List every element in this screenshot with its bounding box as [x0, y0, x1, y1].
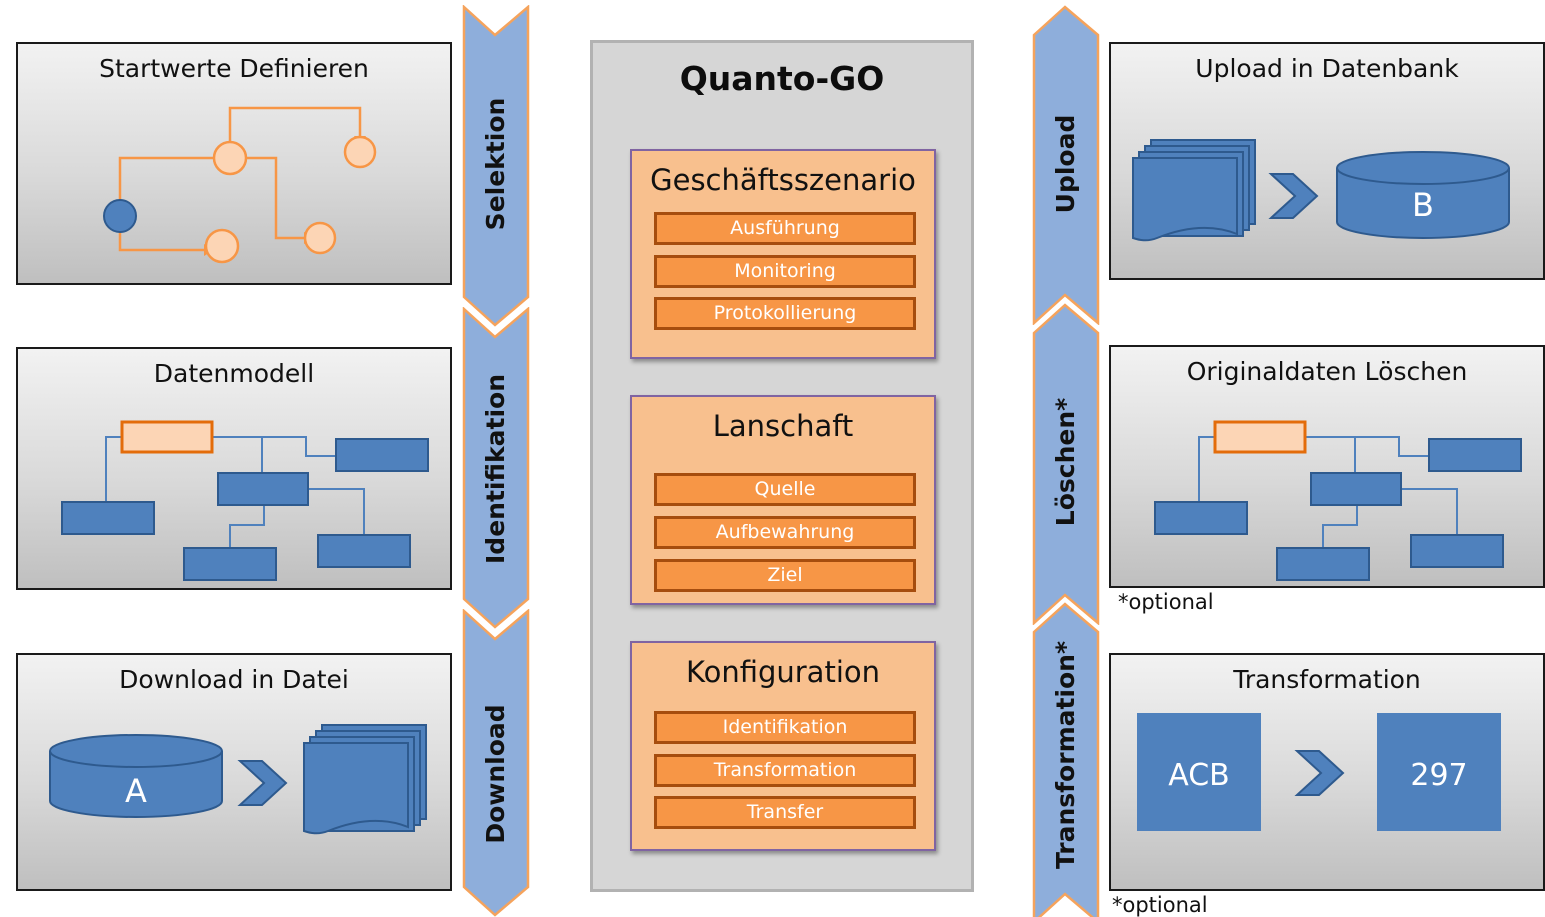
- chevron-right-icon: [237, 760, 288, 806]
- datenmodell-panel: Datenmodell: [16, 347, 452, 590]
- upload-arrow: [1032, 5, 1100, 325]
- documents-icon: [1132, 139, 1256, 242]
- loeschen-title: Originaldaten Löschen: [1186, 357, 1468, 386]
- datenmodell-title: Datenmodell: [153, 359, 315, 388]
- loeschen-panel: Originaldaten Löschen: [1109, 345, 1545, 588]
- item-transformation: Transformation: [654, 754, 916, 787]
- group-geschaeftsszenario: Geschäftsszenario Ausführung Monitoring …: [630, 149, 936, 359]
- entity: [1410, 534, 1504, 568]
- entity: [1310, 472, 1402, 506]
- entity-highlighted: [1213, 420, 1307, 454]
- startwerte-panel: Startwerte Definieren: [16, 42, 452, 285]
- flow-node: [212, 140, 248, 176]
- group-title: Konfiguration: [686, 655, 880, 689]
- start-node: [103, 199, 137, 233]
- flow-node: [204, 228, 240, 264]
- download-panel: Download in Datei A: [16, 653, 452, 891]
- selektion-label: Selektion: [481, 97, 510, 231]
- flow-node: [343, 135, 377, 169]
- upload-label: Upload: [1051, 114, 1080, 214]
- loeschen-optional-note: *optional: [1118, 590, 1214, 614]
- loeschen-arrow: [1032, 303, 1100, 625]
- source-box: [1137, 713, 1261, 831]
- item-ausfuehrung: Ausführung: [654, 212, 916, 245]
- database-icon: [49, 734, 223, 818]
- entity: [317, 534, 411, 568]
- identifikation-label: Identifikation: [481, 374, 510, 564]
- entity: [1428, 438, 1522, 472]
- transformation-label: Transformation*: [1051, 640, 1080, 869]
- item-protokollierung: Protokollierung: [654, 297, 916, 330]
- database-label: B: [1412, 186, 1434, 224]
- upload-diagram: B: [1132, 139, 1510, 242]
- transformation-diagram: ACB 297: [1137, 713, 1501, 831]
- data-model-icon: [61, 420, 429, 581]
- entity-highlighted: [120, 420, 214, 454]
- database-label: A: [125, 772, 147, 810]
- upload-title: Upload in Datenbank: [1195, 54, 1459, 83]
- upload-panel: Upload in Datenbank B: [1109, 42, 1545, 280]
- entity: [217, 472, 309, 506]
- download-label: Download: [481, 704, 510, 844]
- transformation-title: Transformation: [1233, 665, 1421, 694]
- entity: [61, 501, 155, 535]
- group-lanschaft: Lanschaft Quelle Aufbewahrung Ziel: [630, 395, 936, 605]
- flow-diagram-icon: [103, 106, 377, 264]
- download-arrow: [462, 609, 530, 917]
- item-transfer: Transfer: [654, 796, 916, 829]
- loeschen-label: Löschen*: [1051, 397, 1080, 527]
- download-diagram: A: [49, 724, 427, 835]
- group-title: Geschäftsszenario: [650, 163, 916, 197]
- transformation-arrow: [1032, 602, 1100, 917]
- target-label: 297: [1410, 758, 1467, 793]
- flow-node: [303, 221, 337, 255]
- item-identifikation: Identifikation: [654, 711, 916, 744]
- quanto-go-container: Quanto-GO Geschäftsszenario Ausführung M…: [590, 40, 974, 892]
- data-model-icon: [1154, 420, 1522, 581]
- entity: [335, 438, 429, 472]
- download-title: Download in Datei: [119, 665, 349, 694]
- database-icon: [1336, 151, 1510, 239]
- identifikation-arrow: [462, 307, 530, 629]
- item-ziel: Ziel: [654, 559, 916, 592]
- entity: [1276, 547, 1370, 581]
- center-title: Quanto-GO: [679, 59, 885, 98]
- group-konfiguration: Konfiguration Identifikation Transformat…: [630, 641, 936, 851]
- entity: [183, 547, 277, 581]
- item-aufbewahrung: Aufbewahrung: [654, 516, 916, 549]
- item-quelle: Quelle: [654, 473, 916, 506]
- target-box: [1377, 713, 1501, 831]
- item-monitoring: Monitoring: [654, 255, 916, 288]
- documents-icon: [303, 724, 427, 835]
- transformation-panel: Transformation ACB 297: [1109, 653, 1545, 891]
- transformation-optional-note: *optional: [1112, 893, 1208, 917]
- group-title: Lanschaft: [712, 409, 854, 443]
- chevron-right-icon: [1294, 750, 1345, 796]
- source-label: ACB: [1168, 758, 1230, 793]
- entity: [1154, 501, 1248, 535]
- startwerte-title: Startwerte Definieren: [99, 54, 369, 83]
- chevron-right-icon: [1268, 173, 1319, 219]
- selektion-arrow: [462, 5, 530, 327]
